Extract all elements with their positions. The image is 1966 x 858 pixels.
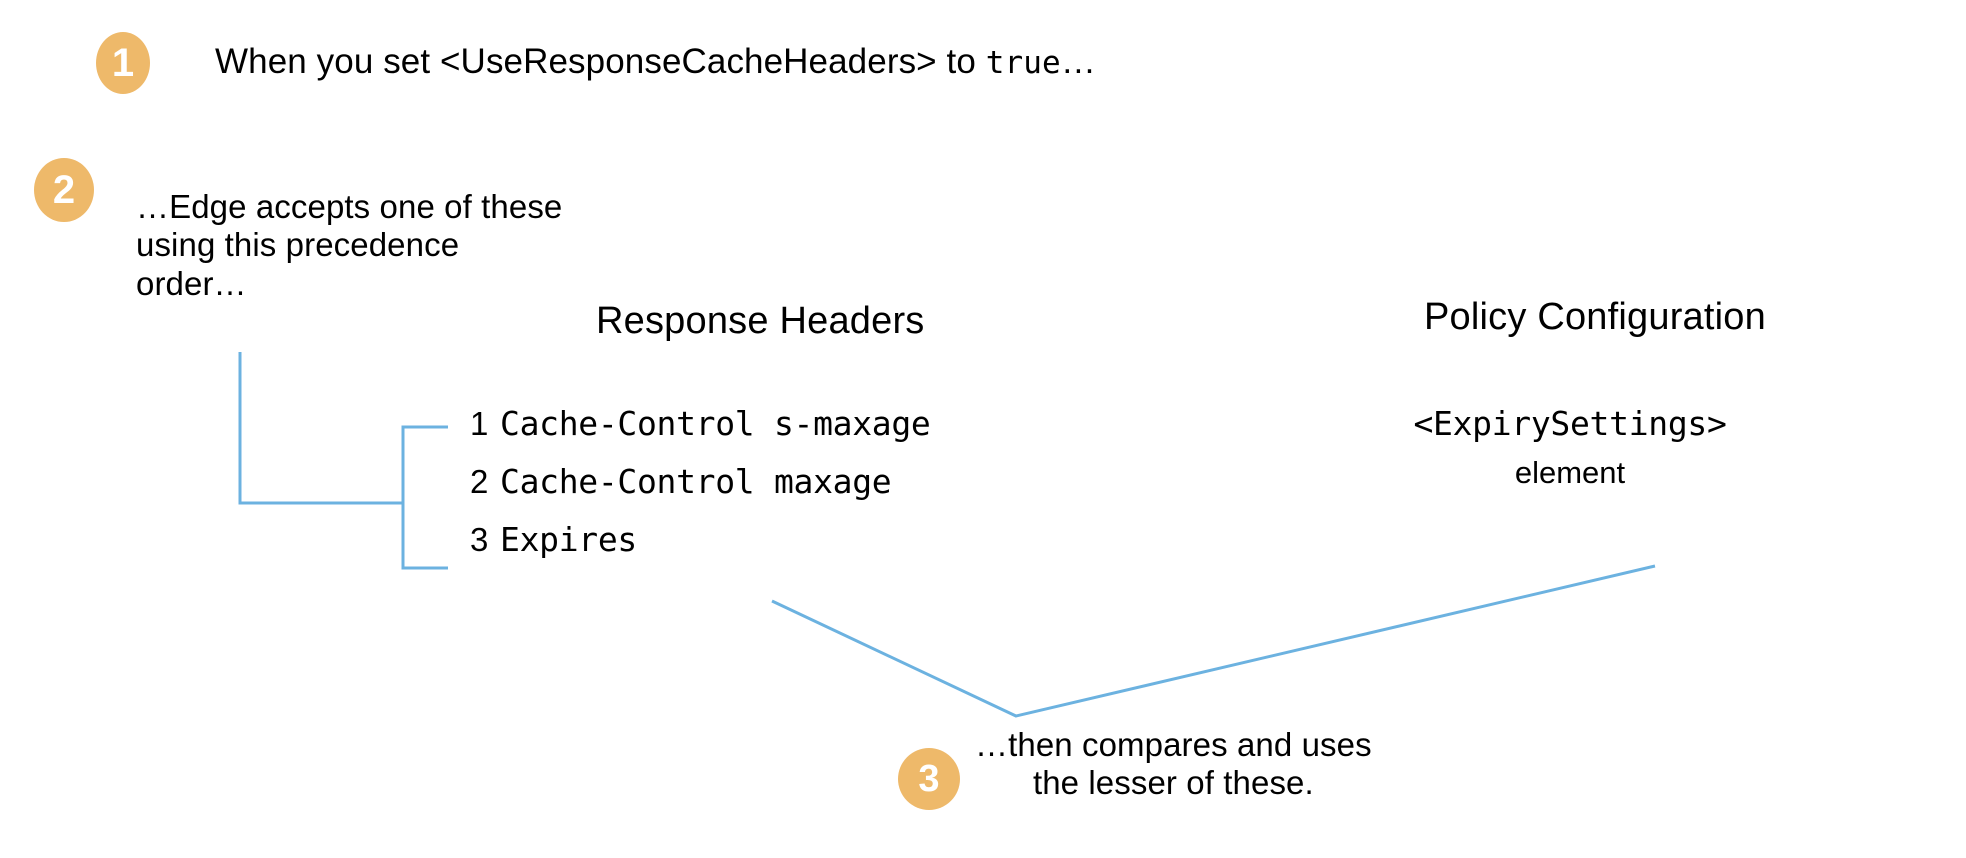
policy-element-label: element — [1514, 455, 1626, 490]
step-3-description: …then compares and uses the lesser of th… — [975, 726, 1372, 803]
precedence-header-name: Expires — [500, 520, 637, 559]
precedence-bracket — [401, 425, 448, 570]
step-2-line-1: …Edge accepts one of these — [136, 188, 563, 225]
step2-elbow-connector — [238, 352, 403, 505]
precedence-header-name: Cache-Control s-maxage — [500, 404, 931, 443]
precedence-rank: 1 — [470, 405, 489, 442]
precedence-list: 1 Cache-Control s-maxage 2 Cache-Control… — [470, 404, 931, 578]
policy-element-block: <ExpirySettings> element — [1350, 404, 1790, 491]
step-2-line-2: using this precedence — [136, 226, 460, 264]
precedence-header-name: Cache-Control maxage — [500, 462, 892, 501]
step-3-line-1: …then compares and uses — [975, 726, 1372, 763]
step-1-value-true: true — [985, 45, 1061, 81]
step-badge-1: 1 — [96, 32, 150, 94]
comparison-v-connector — [771, 564, 1656, 718]
step-2-description: …Edge accepts one of these using this pr… — [136, 188, 562, 303]
policy-element-name: <ExpirySettings> — [1413, 404, 1727, 443]
response-headers-heading: Response Headers — [596, 300, 925, 342]
precedence-item: 2 Cache-Control maxage — [470, 462, 931, 520]
step-1-description: When you set <UseResponseCacheHeaders> t… — [215, 42, 1096, 81]
step-1-text-prefix: When you set <UseResponseCacheHeaders> t… — [215, 42, 986, 81]
step-1-text-suffix: … — [1060, 42, 1096, 81]
policy-configuration-heading: Policy Configuration — [1424, 296, 1766, 338]
step-2-line-3: order… — [136, 264, 247, 302]
precedence-item: 1 Cache-Control s-maxage — [470, 404, 931, 462]
precedence-rank: 2 — [470, 463, 489, 500]
step-3-line-2: the lesser of these. — [1032, 764, 1314, 802]
step-badge-3: 3 — [898, 748, 960, 810]
step-badge-2: 2 — [34, 158, 94, 222]
precedence-item: 3 Expires — [470, 520, 931, 578]
precedence-rank: 3 — [470, 521, 489, 558]
